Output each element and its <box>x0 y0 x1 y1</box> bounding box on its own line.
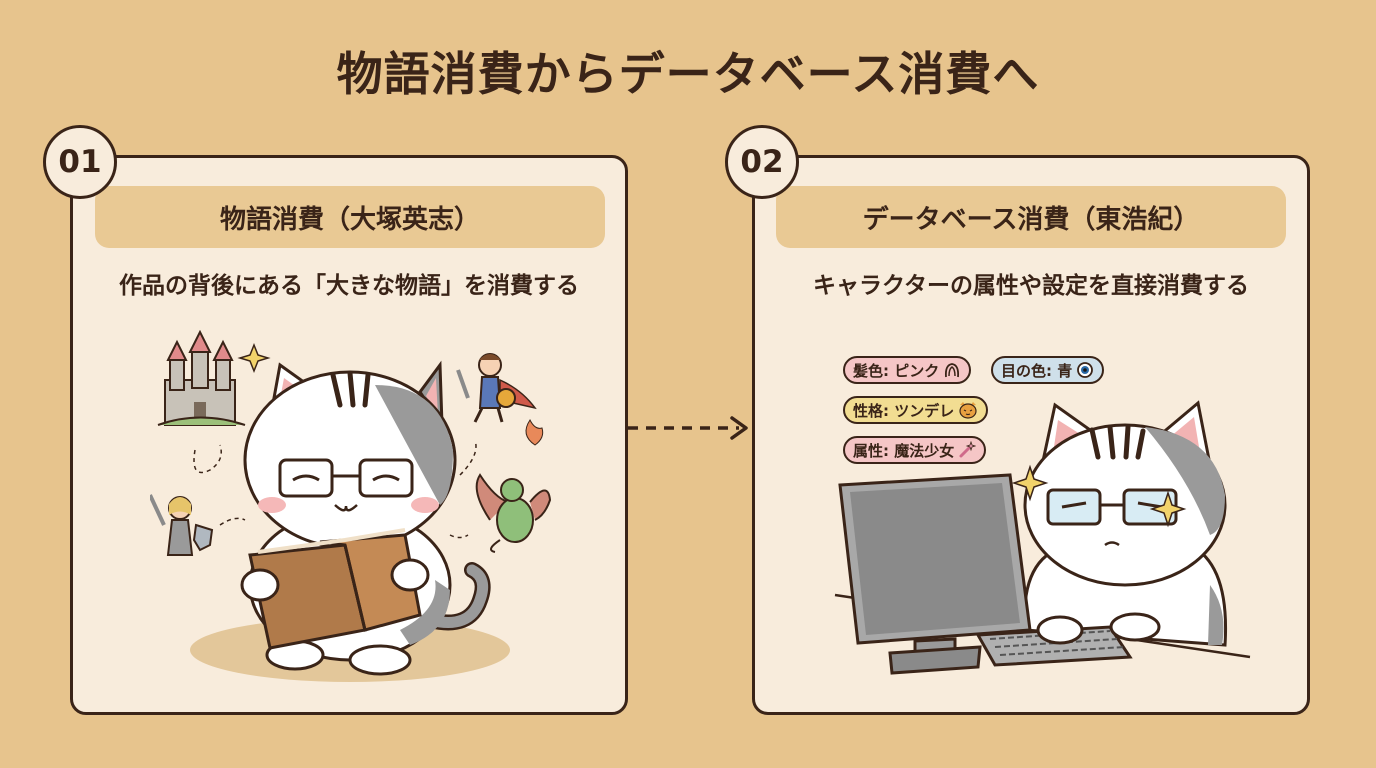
tag-label: 性格: ツンデレ <box>853 401 955 420</box>
book-icon <box>248 528 422 650</box>
sparkle-icon <box>1011 464 1049 502</box>
attribute-tag-personality: 性格: ツンデレ <box>843 396 989 424</box>
sparkle-icon <box>1149 490 1187 528</box>
girl-knight-icon <box>150 494 214 556</box>
story-consumption-heading: 物語消費（大塚英志） <box>95 186 605 248</box>
dragon-icon <box>475 473 552 553</box>
dashed-swirl <box>449 534 469 539</box>
database-consumption-heading: データベース消費（東浩紀） <box>776 186 1286 248</box>
eye-icon <box>1076 361 1094 379</box>
attribute-tag-hair-color: 髪色: ピンク <box>843 356 972 384</box>
hero-knight-icon <box>456 353 537 423</box>
cat-head <box>1023 423 1227 587</box>
attribute-tag-eye-color: 目の色: 青 <box>991 356 1105 384</box>
computer-cat-illustration <box>834 400 1251 675</box>
dashed-swirl <box>459 439 477 476</box>
keyboard-icon <box>975 625 1133 667</box>
hair-icon <box>943 361 961 379</box>
story-consumption-description: 作品の背後にある「大きな物語」を消費する <box>119 273 579 299</box>
transition-arrow <box>628 416 748 440</box>
cat-head <box>243 360 457 550</box>
reading-cat-illustration <box>150 330 552 682</box>
monitor-icon <box>838 473 1032 675</box>
glasses-icon <box>278 458 334 498</box>
flame-icon <box>525 419 544 446</box>
tag-label: 髪色: ピンク <box>853 361 940 380</box>
sparkle-icon <box>237 342 271 374</box>
step-number-badge-01: 01 <box>43 125 117 199</box>
cat-face-icon <box>958 401 978 419</box>
step-number-badge-02: 02 <box>725 125 799 199</box>
dashed-swirl <box>193 444 222 474</box>
dashed-swirl <box>219 517 246 526</box>
attribute-tag-magical-girl: 属性: 魔法少女 <box>843 436 987 464</box>
main-title: 物語消費からデータベース消費へ <box>336 47 1040 101</box>
glasses-icon <box>1046 488 1102 526</box>
tag-label: 属性: 魔法少女 <box>853 441 955 460</box>
tag-label: 目の色: 青 <box>1001 361 1073 380</box>
database-consumption-description: キャラクターの属性や設定を直接消費する <box>812 273 1250 299</box>
magic-wand-icon <box>958 441 977 459</box>
castle-icon <box>157 330 246 426</box>
